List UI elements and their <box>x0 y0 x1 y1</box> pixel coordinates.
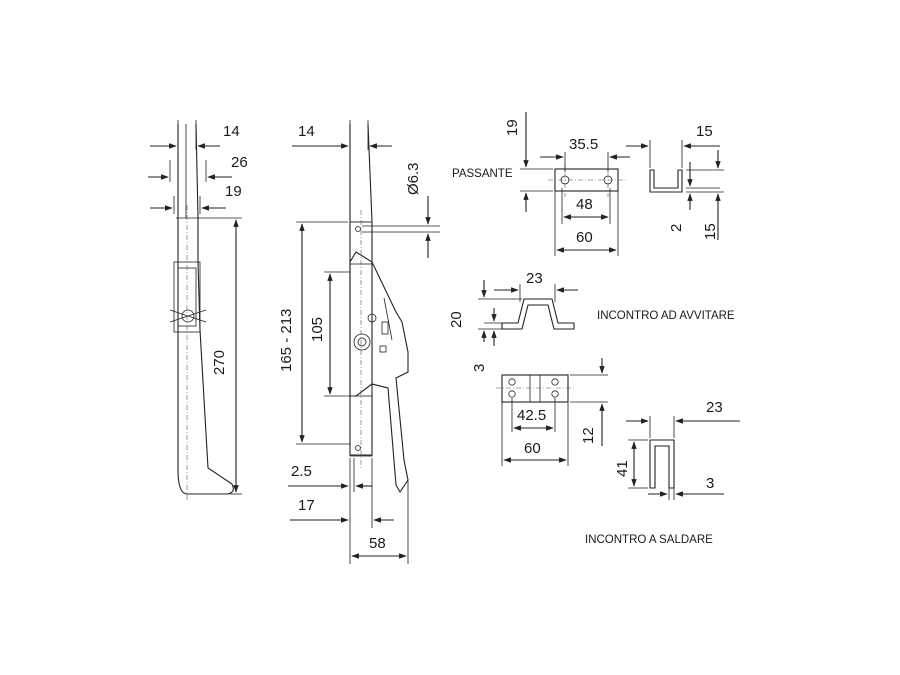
front-dim-hole-diameter: Ø6.3 <box>405 162 422 195</box>
front-dim-2-5: 2.5 <box>291 463 312 480</box>
incontro-avvitare-dim-3: 3 <box>471 364 488 372</box>
incontro-saldare-label: INCONTRO A SALDARE <box>585 534 713 546</box>
passante-dim-15-height: 15 <box>702 223 719 240</box>
passante-label: PASSANTE <box>452 168 513 180</box>
incontro-avvitare-dim-12: 12 <box>580 427 597 444</box>
passante-dim-15-width: 15 <box>696 123 713 140</box>
incontro-avvitare-group: INCONTRO AD AVVITARE 23 20 3 42.5 <box>448 270 735 466</box>
side-dim-14: 14 <box>223 123 240 140</box>
front-dim-range: 165 - 213 <box>278 309 295 372</box>
incontro-saldare-dim-41: 41 <box>614 460 631 477</box>
passante-side-profile <box>649 169 683 193</box>
side-view: 14 26 19 270 <box>148 120 248 500</box>
passante-dim-2: 2 <box>668 224 685 232</box>
front-view-shaft <box>349 123 373 456</box>
front-dim-17: 17 <box>298 497 315 514</box>
incontro-saldare-profile <box>649 439 675 489</box>
passante-dim-19: 19 <box>504 119 521 136</box>
incontro-avvitare-dim-42-5: 42.5 <box>517 407 546 424</box>
front-view-latch-body <box>349 251 409 494</box>
side-view-outline <box>177 123 234 495</box>
incontro-avvitare-label: INCONTRO AD AVVITARE <box>597 310 735 322</box>
side-dim-26: 26 <box>231 154 248 171</box>
incontro-avvitare-dim-23: 23 <box>526 270 543 287</box>
passante-dim-35-5: 35.5 <box>569 136 598 153</box>
front-view-lock-cylinder <box>353 333 371 351</box>
incontro-avvitare-dim-20: 20 <box>448 311 465 328</box>
incontro-saldare-dim-3: 3 <box>706 475 714 492</box>
incontro-avvitare-plate <box>501 374 569 403</box>
side-dim-19: 19 <box>225 183 242 200</box>
front-dim-58: 58 <box>369 535 386 552</box>
incontro-saldare-dim-23: 23 <box>706 399 723 416</box>
incontro-avvitare-dim-60: 60 <box>524 440 541 457</box>
passante-group: PASSANTE 19 35.5 48 60 <box>452 112 724 256</box>
incontro-saldare-group: INCONTRO A SALDARE 23 41 3 <box>585 399 740 546</box>
front-view: 14 Ø6.3 165 - 213 105 2.5 17 <box>278 120 440 564</box>
front-dim-105: 105 <box>309 317 326 342</box>
front-dim-14: 14 <box>298 123 315 140</box>
passante-dim-60: 60 <box>576 229 593 246</box>
passante-dim-48: 48 <box>576 196 593 213</box>
incontro-avvitare-profile <box>501 298 575 330</box>
side-dim-270: 270 <box>211 350 228 375</box>
